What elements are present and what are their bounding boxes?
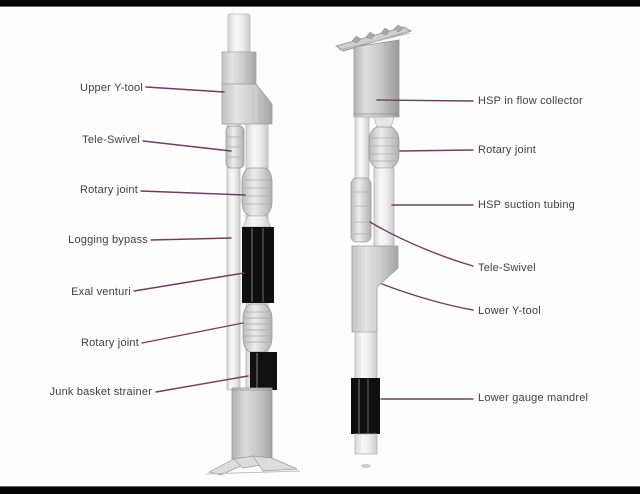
logging-bypass-venturi-block	[242, 227, 274, 303]
base-shadow	[205, 470, 301, 475]
upper-y-tool-body	[221, 83, 273, 125]
leader-logging-bypass	[150, 237, 232, 241]
leader-lower-y-tool	[381, 283, 474, 311]
junk-basket-strainer-block	[250, 352, 277, 390]
lower-y-tool-body	[351, 245, 399, 333]
right-tool-string	[335, 24, 413, 468]
right-end-tube	[354, 433, 378, 455]
leader-tele-swivel-right	[369, 221, 474, 267]
left-neck	[242, 215, 272, 228]
top-border-bar	[0, 0, 640, 7]
leader-junk-basket-strainer	[155, 375, 249, 393]
right-tele-swivel	[350, 177, 372, 243]
right-rotary-joint	[368, 126, 400, 169]
left-bottom-cylinder	[231, 387, 273, 463]
hanger-plate-clamps	[351, 24, 404, 44]
label-exal-venturi: Exal venturi	[71, 286, 131, 298]
left-rotary-joint-lower	[242, 303, 273, 353]
bottom-border-bar	[0, 486, 640, 494]
lower-gauge-mandrel-block	[351, 378, 380, 434]
label-tele-swivel-left: Tele-Swivel	[82, 134, 140, 146]
left-top-tube	[227, 13, 251, 55]
label-rotary-joint-lower: Rotary joint	[80, 337, 139, 349]
right-left-tube	[354, 116, 370, 181]
label-rotary-joint-right: Rotary joint	[478, 144, 537, 156]
rotary-joint-ridges	[243, 179, 271, 205]
left-tool-string	[205, 13, 301, 476]
rotary-joint-ridges	[244, 311, 271, 343]
left-rotary-joint-upper	[241, 167, 273, 217]
right-joint-neck	[373, 116, 395, 128]
left-upper-collar	[221, 51, 257, 85]
label-lower-y-tool: Lower Y-tool	[478, 305, 541, 317]
leader-rotary-joint-upper-left	[140, 190, 246, 196]
right-lower-tube	[354, 331, 378, 381]
left-base-fins	[208, 455, 298, 476]
leader-lines	[133, 86, 474, 400]
plate-edge	[338, 32, 411, 51]
leader-exal-venturi	[133, 272, 245, 292]
end-shadow	[361, 464, 371, 468]
label-lower-gauge-mandrel: Lower gauge mandrel	[478, 392, 589, 404]
label-hsp-suction-tubing: HSP suction tubing	[478, 199, 575, 211]
label-rotary-joint-upper: Rotary joint	[79, 184, 138, 196]
label-junk-basket-strainer: Junk basket strainer	[49, 386, 152, 398]
leader-rotary-joint-right	[399, 149, 474, 152]
hsp-inflow-collector-body	[353, 39, 400, 118]
label-logging-bypass: Logging bypass	[68, 234, 148, 246]
leader-hsp-inflow-collector	[376, 99, 474, 102]
label-tele-swivel-right: Tele-Swivel	[478, 262, 536, 274]
label-upper-y-tool: Upper Y-tool	[80, 82, 143, 94]
leader-upper-y-tool	[145, 86, 225, 93]
leader-tele-swivel-left	[142, 140, 232, 152]
rotary-joint-ridges	[370, 137, 398, 162]
tele-swivel-ridges	[353, 191, 369, 235]
leader-rotary-joint-lower-left	[141, 322, 244, 344]
label-hsp-inflow-collector: HSP in flow collector	[478, 95, 583, 107]
